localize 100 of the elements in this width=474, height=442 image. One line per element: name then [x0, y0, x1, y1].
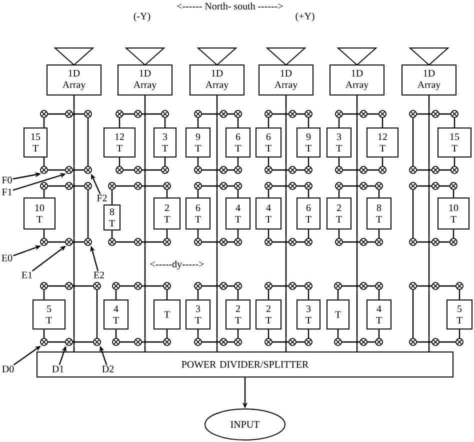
stub-line	[164, 118, 166, 128]
stub-line	[237, 329, 239, 338]
feed-line	[216, 346, 218, 352]
stub-line	[338, 229, 340, 238]
stub-line	[308, 157, 310, 166]
bus-bar	[409, 282, 464, 290]
stub-line	[378, 329, 380, 338]
stub-line	[166, 229, 168, 238]
feed-line	[144, 95, 146, 110]
bus-bar	[116, 110, 169, 118]
stub-line	[308, 290, 310, 300]
stub-line	[308, 190, 310, 198]
bus-bar	[194, 166, 242, 174]
bus-bar	[409, 110, 458, 118]
stub-line	[237, 290, 239, 300]
bus-bar	[409, 166, 458, 174]
stub-line	[197, 329, 199, 338]
delay-box: 2 T	[256, 299, 282, 330]
bus-bar	[334, 282, 383, 290]
stub-line	[115, 329, 117, 338]
stub-line	[338, 190, 340, 198]
delay-box: 6 T	[226, 127, 250, 158]
delay-box: 5 T	[446, 299, 472, 330]
axis-label: <------ North- south ------>	[177, 2, 283, 10]
stub-line	[43, 157, 45, 166]
delay-box: 4 T	[366, 299, 392, 330]
feed-line	[356, 118, 358, 166]
bus-bar	[194, 182, 242, 190]
stub-line	[237, 229, 239, 238]
feed-line	[73, 118, 75, 166]
delay-box: 2 T	[154, 197, 180, 230]
bus-bar	[264, 166, 312, 174]
bypass-line	[412, 290, 414, 338]
bus-bar	[194, 110, 242, 118]
stub-line	[308, 329, 310, 338]
stub-line	[197, 118, 199, 128]
feed-line	[216, 290, 218, 338]
feed-line	[285, 190, 287, 238]
stub-line	[268, 118, 270, 128]
feed-line	[428, 118, 430, 166]
stub-line	[382, 118, 384, 128]
delay-box: 9 T	[296, 127, 320, 158]
stub-line	[458, 290, 460, 300]
bus-bar	[264, 282, 312, 290]
stub-line	[43, 229, 45, 238]
delay-box: 12 T	[104, 127, 136, 158]
array-box: 1D Array	[330, 64, 384, 96]
bus-bar	[112, 282, 171, 290]
bus-bar	[335, 166, 386, 174]
delay-box: 2 T	[326, 197, 352, 230]
bus-bar	[334, 338, 383, 346]
stub-line	[268, 229, 270, 238]
callout-label: F2	[97, 194, 107, 202]
stub-line	[197, 290, 199, 300]
delay-box: 2 T	[226, 299, 250, 330]
stub-line	[338, 118, 340, 128]
feed-line	[356, 190, 358, 238]
stub-line	[452, 229, 454, 238]
delay-box: 6 T	[256, 127, 282, 158]
bus-bar	[409, 182, 458, 190]
bus-bar	[194, 282, 242, 290]
feed-line	[216, 246, 218, 282]
delay-box: 8 T	[104, 204, 120, 230]
stub-line	[197, 229, 199, 238]
feed-line	[144, 174, 146, 182]
array-box: 1D Array	[402, 64, 456, 96]
stub-line	[115, 290, 117, 300]
array-box: 1D Array	[258, 64, 314, 96]
stub-line	[337, 290, 339, 300]
feed-line	[285, 174, 287, 182]
delay-box: 4 T	[256, 197, 282, 230]
stub-line	[382, 157, 384, 166]
delay-box: 3 T	[326, 127, 352, 158]
direction-label: (+Y)	[296, 12, 314, 22]
delay-box: 8 T	[366, 197, 392, 230]
delay-box: T	[326, 299, 350, 330]
delay-box: 4 T	[226, 197, 250, 230]
feed-line	[428, 190, 430, 238]
stub-line	[197, 157, 199, 166]
bus-bar	[335, 182, 383, 190]
feed-line	[285, 118, 287, 166]
feed-line	[73, 290, 75, 338]
delay-box: 6 T	[186, 197, 210, 230]
callout-label: F1	[2, 188, 12, 196]
feed-line	[144, 246, 146, 282]
delay-box: 3 T	[186, 299, 210, 330]
stub-line	[237, 118, 239, 128]
bus-bar	[194, 338, 242, 346]
callout-label: E1	[22, 272, 32, 278]
feed-line	[73, 174, 75, 182]
feed-line	[216, 174, 218, 182]
feed-line	[144, 118, 146, 166]
feed-line	[428, 95, 430, 110]
delay-box: 10 T	[24, 197, 56, 230]
feed-line	[144, 190, 146, 238]
stub-line	[43, 190, 45, 198]
feed-line	[428, 290, 430, 338]
bus-bar	[409, 338, 464, 346]
feed-line	[216, 118, 218, 166]
delay-box: T	[154, 299, 180, 330]
